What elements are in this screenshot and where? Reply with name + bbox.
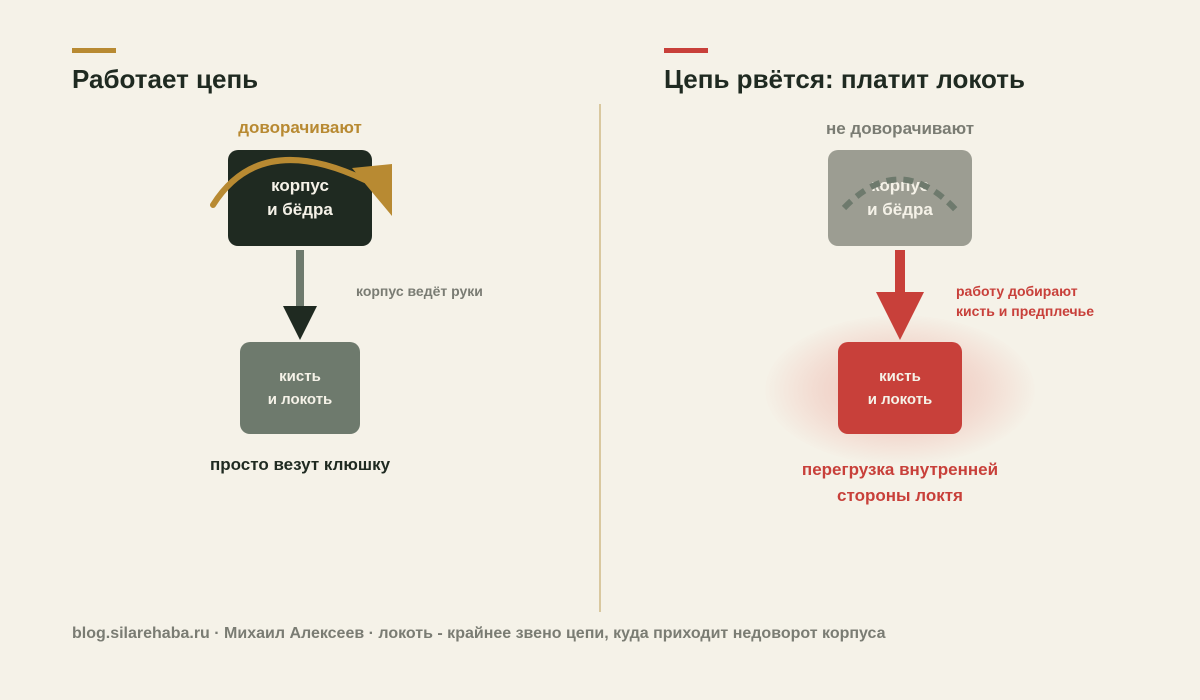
right-arrow-label: работу добирают кисть и предплечье [956, 281, 1094, 321]
right-caption-line1: перегрузка внутренней [801, 460, 999, 479]
left-wrist-elbow-box: кисть и локоть [240, 342, 360, 434]
right-rotation-label: не доворачивают [825, 119, 975, 138]
left-torso-line2: и бёдра [267, 200, 333, 219]
left-rotation-label: доворачивают [238, 118, 362, 137]
panel-divider [599, 104, 601, 612]
right-wrist-line2: и локоть [867, 391, 933, 408]
right-caption: перегрузка внутренней стороны локтя [720, 457, 1080, 509]
right-arrow-label-line1: работу добирают [956, 283, 1078, 299]
left-wrist-line2: и локоть [267, 391, 333, 408]
footer-credit: blog.silarehaba.ru · Михаил Алексеев · л… [72, 625, 886, 642]
left-title: Работает цепь [72, 64, 259, 94]
right-title: Цепь рвётся: платит локоть [664, 64, 1025, 94]
right-caption-line2: стороны локтя [837, 486, 963, 505]
right-arrow-label-line2: кисть и предплечье [956, 303, 1095, 319]
left-panel: Работает цепь доворачивают корпус и бёдр… [0, 0, 600, 610]
right-torso-line2: и бёдра [867, 200, 933, 219]
curved-arrow-icon [210, 157, 392, 216]
down-arrow-icon [876, 250, 924, 340]
right-torso-line1: корпус [871, 176, 929, 195]
left-arrow-label: корпус ведёт руки [356, 283, 483, 299]
down-arrow-icon [283, 250, 317, 340]
left-torso-line1: корпус [271, 176, 329, 195]
left-arrows [210, 157, 392, 340]
right-wrist-elbow-box: кисть и локоть [838, 342, 962, 434]
dashed-arc-icon [841, 176, 959, 213]
right-accent-bar [664, 48, 708, 53]
left-wrist-line1: кисть [279, 368, 321, 385]
left-accent-bar [72, 48, 116, 53]
right-arrows [841, 176, 959, 340]
right-torso-hips-box: корпус и бёдра [828, 150, 972, 246]
left-caption: просто везут клюшку [209, 455, 391, 474]
right-wrist-line1: кисть [879, 368, 921, 385]
right-panel: Цепь рвётся: платит локоть не доворачива… [600, 0, 1200, 610]
